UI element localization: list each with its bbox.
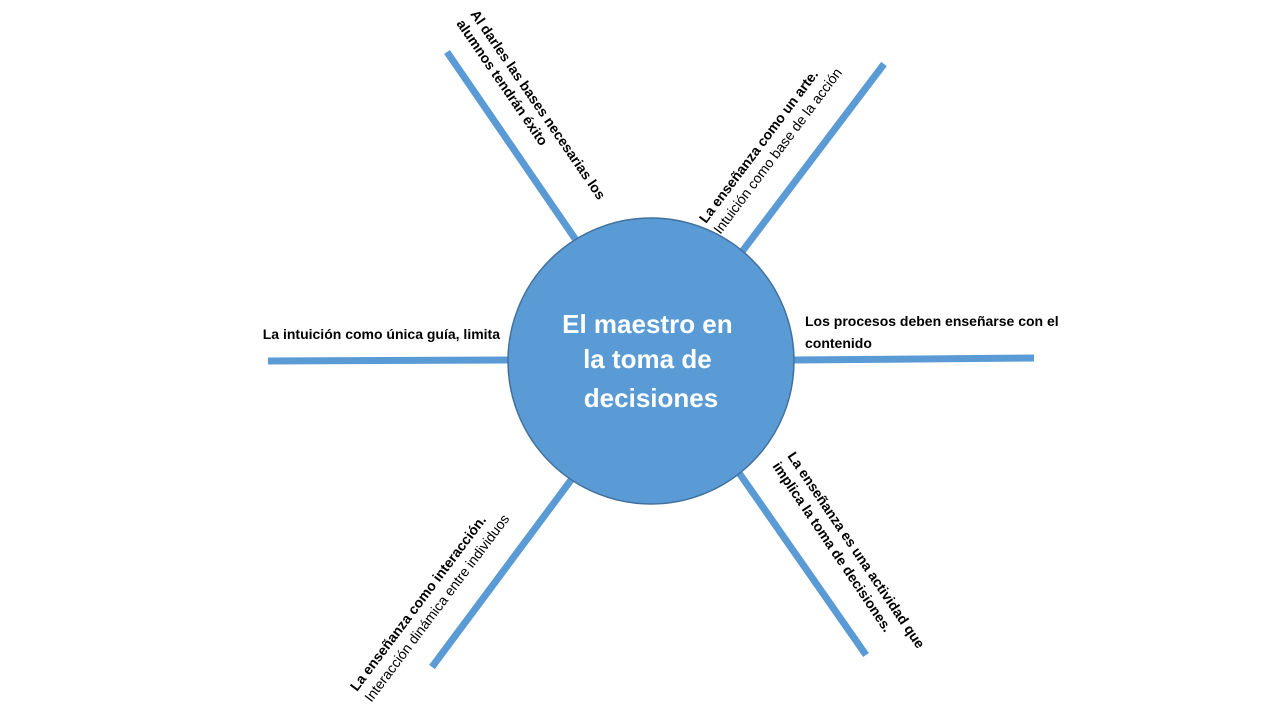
branch-bottom-left-label: La enseñanza como interacción. Interacci… (347, 500, 513, 704)
branch-bottom-left-line-2: Interacción dinámica entre individuos (361, 511, 512, 705)
branch-bottom-right-line-1: La enseñanza es una actividad que (785, 449, 929, 652)
branch-bottom-left-line-1: La enseñanza como interacción. (347, 512, 489, 694)
branch-top-right-line-1: La enseñanza como un arte. (696, 66, 822, 225)
branch-right-line-1: Los procesos deben enseñarse con el (805, 313, 1059, 329)
spokes-group (267, 50, 1035, 670)
central-title: El maestro en la toma de decisiones (562, 309, 740, 413)
branch-top-right-line-2: Intuición como base de la acción (710, 65, 845, 237)
branch-right-line-2: contenido (805, 335, 872, 351)
branch-top-left-line-1: Al darles las bases necesarias los (468, 7, 610, 203)
branch-right-label: Los procesos deben enseñarse con el cont… (805, 313, 1063, 351)
central-title-line-2: la toma de (583, 344, 712, 374)
spoke-top-left (444, 50, 581, 245)
spoke-right (792, 354, 1035, 364)
branch-left-line-1: La intuición como única guía, limita (263, 326, 500, 342)
central-node: El maestro en la toma de decisiones (507, 217, 795, 505)
spoke-top-right (738, 61, 887, 256)
spoke-left (267, 356, 511, 365)
branch-top-left: Al darles las bases necesarias los alumn… (454, 7, 612, 216)
branch-top-left-label: Al darles las bases necesarias los alumn… (454, 7, 612, 216)
branch-right: Los procesos deben enseñarse con el cont… (805, 313, 1063, 351)
branch-bottom-left: La enseñanza como interacción. Interacci… (347, 500, 513, 705)
spoke-bottom-left (429, 469, 580, 670)
central-circle (507, 217, 795, 505)
central-title-line-1: El maestro en (562, 309, 733, 339)
central-title-line-3: decisiones (584, 383, 718, 413)
branch-left: La intuición como única guía, limita (263, 326, 500, 342)
branch-left-label: La intuición como única guía, limita (263, 326, 500, 342)
spoke-bottom-right (734, 467, 869, 658)
